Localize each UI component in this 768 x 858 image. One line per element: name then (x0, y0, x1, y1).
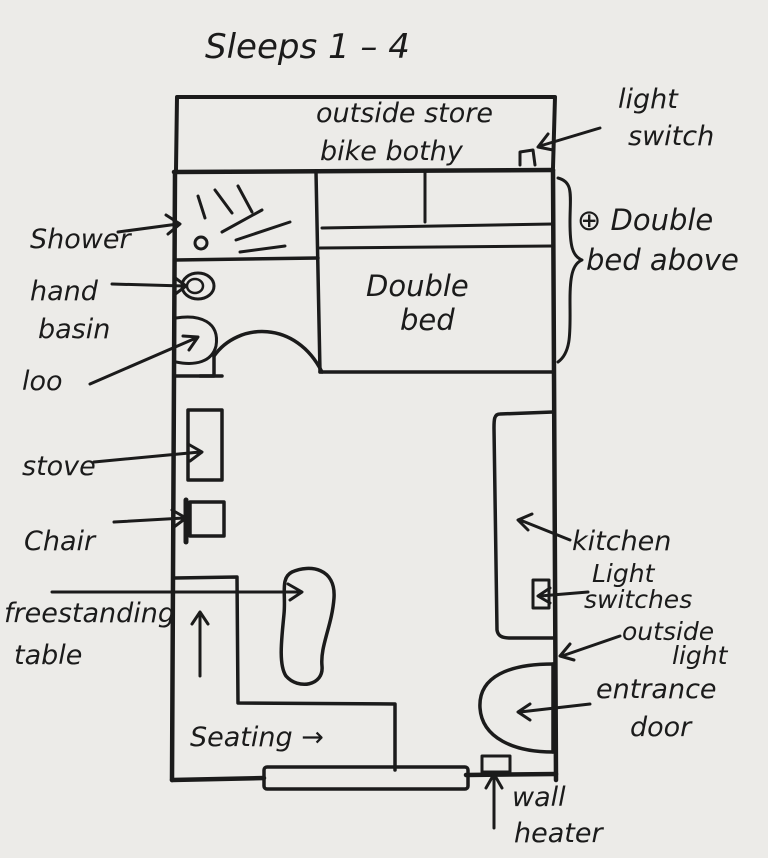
upper-bed-lines (318, 222, 555, 250)
seating-outline (173, 575, 397, 772)
seating-label: Seating → (190, 722, 324, 753)
hand-basin-label-1: hand (30, 276, 99, 307)
stove-icon (186, 408, 224, 482)
double-bed-above-brace (556, 176, 584, 364)
hand-basin-label-2: basin (38, 314, 110, 345)
title: Sleeps 1 – 4 (205, 27, 410, 67)
bed-partition-vertical (314, 170, 322, 374)
light-switch-box (518, 148, 537, 167)
stove-arrow (92, 442, 204, 464)
entrance-label-1: entrance (596, 674, 717, 705)
entrance-arrow (516, 702, 592, 722)
outside-light-arrow (558, 634, 622, 662)
hand-basin-arrow (110, 275, 188, 297)
kitchen-label: kitchen (572, 526, 671, 557)
outside-light-label-1: outside (622, 617, 714, 646)
chair-label: Chair (24, 526, 97, 557)
wall-heater-label-1: wall (512, 782, 566, 813)
chair-arrow (112, 508, 188, 529)
light-switches-arrow (536, 586, 590, 605)
freestanding-label-2: table (14, 640, 82, 671)
light-switch-label-2: switch (628, 121, 714, 152)
loo-icon (174, 315, 218, 365)
loo-arrow (88, 334, 200, 386)
bathroom-partition (173, 256, 320, 262)
kitchen-arrow (516, 512, 572, 542)
outer-wall-right (550, 167, 559, 783)
outer-wall-bottom (169, 771, 559, 783)
freestanding-table-icon (279, 566, 336, 686)
light-switch-label-1: light (618, 84, 679, 115)
light-switch-arrow (536, 126, 602, 152)
wall-heater-arrow (484, 772, 504, 830)
loo-label: loo (22, 366, 63, 397)
chair-icon (188, 500, 226, 538)
shower-drain-icon (193, 235, 209, 251)
wall-heater-label-2: heater (514, 818, 604, 849)
freestanding-arrow (50, 582, 304, 602)
outside-light-label-2: light (672, 641, 729, 670)
shower-spray-lines (196, 184, 292, 254)
bike-bothy-label: bike bothy (320, 136, 464, 167)
entrance-label-2: door (630, 712, 693, 743)
double-bed-label-2: bed (400, 303, 455, 337)
outside-store-outline (174, 95, 557, 172)
outside-store-label: outside store (316, 98, 493, 129)
entrance-door-swing (478, 662, 555, 754)
kitchen-counter (492, 410, 555, 640)
double-bed-above-label-2: bed above (586, 243, 739, 277)
outer-wall-top (171, 167, 556, 175)
seating-up-arrow (190, 610, 210, 678)
double-bed-above-label-1: ⊕ Double (577, 203, 713, 237)
bathroom-door-arc (212, 329, 324, 374)
bottom-bench-strip (262, 765, 470, 791)
light-switches-label-2: switches (584, 585, 692, 614)
outer-wall-left (169, 169, 178, 783)
hand-basin-inner-icon (185, 277, 205, 295)
stove-label: stove (22, 451, 96, 482)
wall-heater-icon (480, 754, 512, 774)
freestanding-label-1: freestanding (4, 598, 175, 629)
light-switches-label-1: Light (592, 559, 656, 588)
double-bed-label-1: Double (366, 269, 469, 303)
shower-label: Shower (30, 224, 132, 255)
shower-arrow (116, 213, 182, 236)
